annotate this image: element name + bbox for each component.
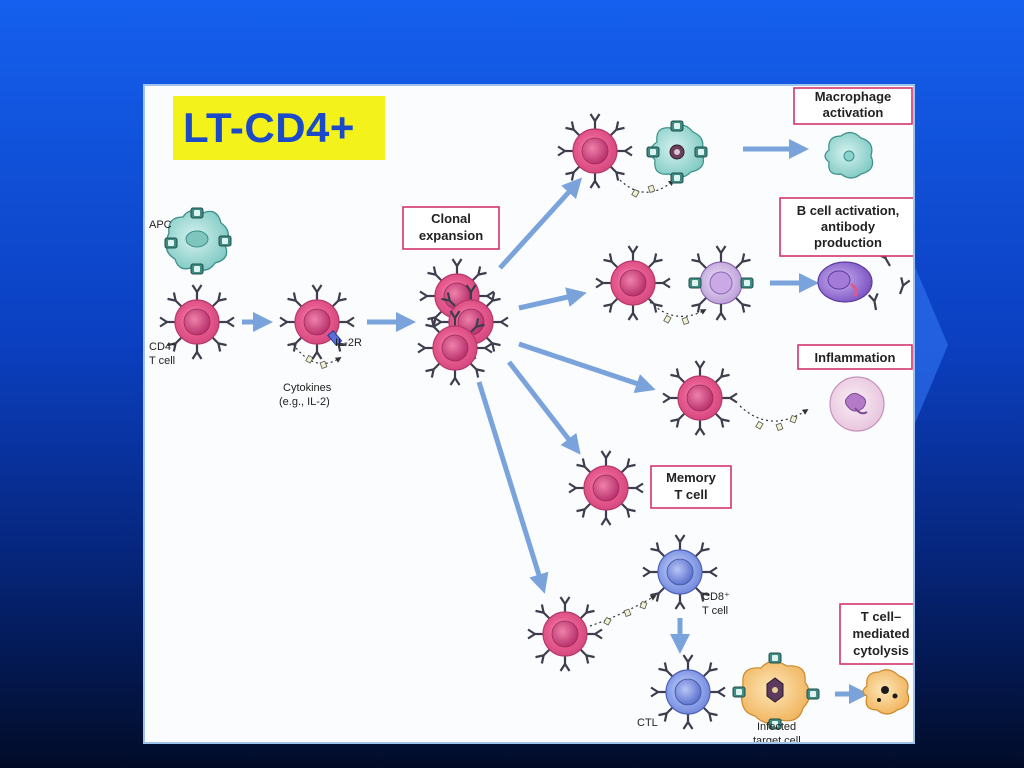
immune-response-diagram: Clonal expansion Macrophage activation B… <box>149 87 913 744</box>
label-box-macrophage-activation: Macrophage activation <box>793 87 913 125</box>
memory-tcell <box>569 451 643 525</box>
il2r-label: IL-2R <box>335 337 362 349</box>
label-box-inflammation: Inflammation <box>797 344 913 370</box>
bcell-label-line3: production <box>814 235 882 250</box>
il2r-receptor-marker <box>327 330 343 346</box>
arrow-to-bcell-branch <box>518 287 587 311</box>
cd4-label-line1: CD4⁺ <box>149 341 177 353</box>
cd8-branch-tcell <box>528 597 602 671</box>
infected-label-line1: Infected <box>757 721 796 733</box>
neutrophil <box>829 376 885 432</box>
plasma-cell <box>817 261 873 303</box>
title-banner: LT-CD4+ <box>173 96 385 160</box>
bcell-label-line2: antibody <box>821 219 876 234</box>
cd8-label-line2: T cell <box>702 605 728 617</box>
label-box-clonal-expansion: Clonal expansion <box>402 206 500 250</box>
arrow-to-memory-branch <box>507 360 581 455</box>
cytolysis-label-line1: T cell– <box>861 609 901 624</box>
arrow-to-inflammation-branch <box>518 341 656 394</box>
inflammation-branch-tcell <box>663 361 737 435</box>
memory-label-line1: Memory <box>666 470 717 485</box>
clonal-label-line2: expansion <box>419 228 483 243</box>
label-box-b-cell-activation: B cell activation, antibody production <box>779 197 913 257</box>
macrophage-label-line2: activation <box>823 105 884 120</box>
label-box-memory-t-cell: Memory T cell <box>650 465 732 509</box>
activated-macrophage <box>824 131 874 179</box>
slide-title: LT-CD4+ <box>183 104 355 151</box>
arrow-to-cd8-branch <box>476 381 549 594</box>
antibodies <box>867 248 911 312</box>
inflammation-label: Inflammation <box>815 350 896 365</box>
apc-label: APC <box>149 219 172 231</box>
label-box-cytolysis: T cell– mediated cytolysis <box>839 603 913 665</box>
cytolysis-label-line2: mediated <box>852 626 909 641</box>
lysed-target-cell <box>862 669 910 715</box>
cytokine-trails <box>292 179 809 627</box>
ctl-cell <box>651 655 725 729</box>
arrow-to-macrophage-branch <box>498 177 583 270</box>
memory-label-line2: T cell <box>674 487 707 502</box>
infected-label-line2: target cell <box>753 735 801 744</box>
cytokines-label-line2: (e.g., IL-2) <box>279 396 330 408</box>
cd8-label-line1: CD8⁺ <box>702 591 730 603</box>
cytokine-molecules <box>305 184 798 626</box>
bcell-label-line1: B cell activation, <box>797 203 900 218</box>
macrophage-branch-tcell <box>558 114 632 188</box>
figure-panel: Clonal expansion Macrophage activation B… <box>143 84 915 744</box>
cytolysis-label-line3: cytolysis <box>853 643 909 658</box>
clonal-label-line1: Clonal <box>431 211 471 226</box>
macrophage-label-line1: Macrophage <box>815 89 892 104</box>
flow-arrows <box>242 139 869 704</box>
macrophage-cell <box>646 120 708 184</box>
apc-cell <box>164 207 232 275</box>
infected-target-cell <box>732 652 820 730</box>
clonal-expansion-cells <box>418 259 508 385</box>
cytokines-label-line1: Cytokines <box>283 382 332 394</box>
ctl-label: CTL <box>637 717 658 729</box>
b-cell <box>688 244 754 322</box>
cd4-label-line2: T cell <box>149 355 175 367</box>
